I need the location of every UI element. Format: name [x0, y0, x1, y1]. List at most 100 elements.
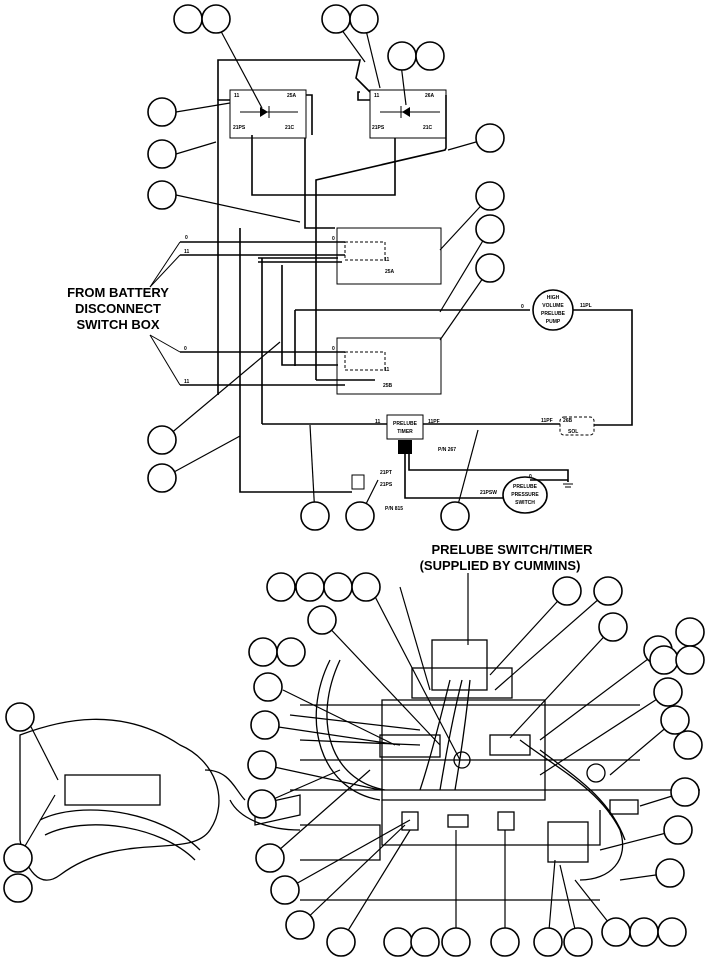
pump-label-1: HIGH: [547, 295, 560, 301]
callout-balloon: [276, 637, 306, 667]
callout-balloon: [593, 576, 623, 606]
relay-1-pin-11: 11: [234, 93, 240, 99]
callout-balloon: [670, 777, 700, 807]
battery-label-line-3: SWITCH BOX: [76, 317, 159, 332]
callout-balloon: [490, 927, 520, 957]
callout-balloon: [201, 4, 231, 34]
callout-balloon: [349, 4, 379, 34]
callout-balloon: [326, 927, 356, 957]
pswitch-label-2: PRESSURE: [511, 492, 539, 498]
timer-wire-21ps: 21PS: [380, 482, 393, 488]
timer-wire-right: 11PF: [428, 419, 440, 425]
callout-balloon: [250, 710, 280, 740]
relay-1: [229, 89, 307, 139]
relay-2-pin-21c: 21C: [423, 125, 433, 131]
timer-wire-left: 11: [375, 419, 381, 425]
wire-11-b: 11: [184, 379, 190, 385]
callout-balloon: [285, 910, 315, 940]
callout-balloon: [3, 843, 33, 873]
pump-wire-in: 0: [521, 304, 524, 310]
callout-balloon: [663, 815, 693, 845]
pswitch-label-3: SWITCH: [515, 500, 535, 506]
photo-title-line-1: PRELUBE SWITCH/TIMER: [431, 542, 593, 557]
relay-2-diode-icon: [380, 106, 440, 118]
callout-balloon: [300, 501, 330, 531]
solenoid: [559, 416, 595, 436]
callout-balloon: [147, 97, 177, 127]
callout-balloon: [552, 576, 582, 606]
callout-balloon: [307, 605, 337, 635]
callout-balloon: [147, 425, 177, 455]
timer-wire-21pt: 21PT: [380, 470, 392, 476]
pswitch-label-1: PRELUBE: [513, 484, 538, 490]
callout-balloon: [475, 123, 505, 153]
callout-balloon: [601, 917, 631, 947]
callout-balloon: [657, 917, 687, 947]
module-25a: [336, 227, 442, 285]
relay-2-pin-11: 11: [374, 93, 380, 99]
callout-balloon: [675, 617, 705, 647]
callout-balloon: [173, 4, 203, 34]
wire-0-a: 0: [185, 235, 188, 241]
callout-balloon: [475, 181, 505, 211]
callout-balloon: [255, 843, 285, 873]
callout-balloon: [248, 637, 278, 667]
callout-balloon: [5, 702, 35, 732]
callout-balloon: [3, 873, 33, 903]
module-25a-pin-0: 0: [332, 236, 335, 242]
callout-balloon: [441, 927, 471, 957]
relay-2-pin-26a: 26A: [425, 93, 435, 99]
wire-0-b: 0: [184, 346, 187, 352]
relay-1-pin-25a: 25A: [287, 93, 297, 99]
callout-balloon: [415, 41, 445, 71]
module-25b-pin-0: 0: [332, 346, 335, 352]
callout-balloon: [321, 4, 351, 34]
callout-balloon: [675, 645, 705, 675]
callout-balloon: [440, 501, 470, 531]
callout-balloon: [533, 927, 563, 957]
pn-267: P/N 267: [438, 447, 456, 453]
callout-balloon: [383, 927, 413, 957]
callout-balloon: [147, 180, 177, 210]
callout-balloon: [345, 501, 375, 531]
battery-label-line-2: DISCONNECT: [75, 301, 161, 316]
callout-balloon: [295, 572, 325, 602]
module-25a-label: 25A: [385, 269, 395, 275]
callout-balloon: [147, 463, 177, 493]
module-25b-label: 25B: [383, 383, 393, 389]
callout-balloon: [247, 750, 277, 780]
module-25b-pin-11: 11: [384, 367, 390, 373]
solenoid-label: SOL: [568, 429, 578, 435]
timer-label-2: TIMER: [397, 429, 413, 435]
callout-balloon: [351, 572, 381, 602]
callout-balloon: [653, 677, 683, 707]
callout-balloon: [323, 572, 353, 602]
relay-1-diode-icon: [240, 106, 298, 118]
module-25a-pin-11: 11: [384, 257, 390, 263]
pswitch-wire-left: 21PSW: [480, 490, 497, 496]
prelube-timer: [386, 414, 424, 440]
prelube-pressure-switch: [502, 476, 548, 514]
callout-balloon: [270, 875, 300, 905]
callout-balloon: [629, 917, 659, 947]
callout-balloon: [266, 572, 296, 602]
callout-balloon: [649, 645, 679, 675]
callout-leaders: [17, 21, 686, 943]
ground-icon: [563, 483, 573, 488]
callout-balloon: [410, 927, 440, 957]
solenoid-wire-in: 11PF: [541, 418, 553, 424]
relay-1-pin-21ps: 21PS: [233, 125, 246, 131]
pump-label-4: PUMP: [546, 319, 561, 325]
callout-balloon: [247, 789, 277, 819]
callout-balloon: [563, 927, 593, 957]
timer-label-1: PRELUBE: [393, 421, 418, 427]
photo-title-line-2: (SUPPLIED BY CUMMINS): [420, 558, 581, 573]
relay-2-pin-21ps: 21PS: [372, 125, 385, 131]
pn-815: P/N 815: [385, 506, 403, 512]
callout-balloon: [655, 858, 685, 888]
schematic-wiring: 11 25A 21PS 21C 11 26A 21PS 21C 0: [149, 59, 633, 514]
callout-balloons: [3, 4, 705, 957]
solenoid-pin: 26B: [563, 418, 573, 424]
callout-balloon: [387, 41, 417, 71]
callout-balloon: [660, 705, 690, 735]
